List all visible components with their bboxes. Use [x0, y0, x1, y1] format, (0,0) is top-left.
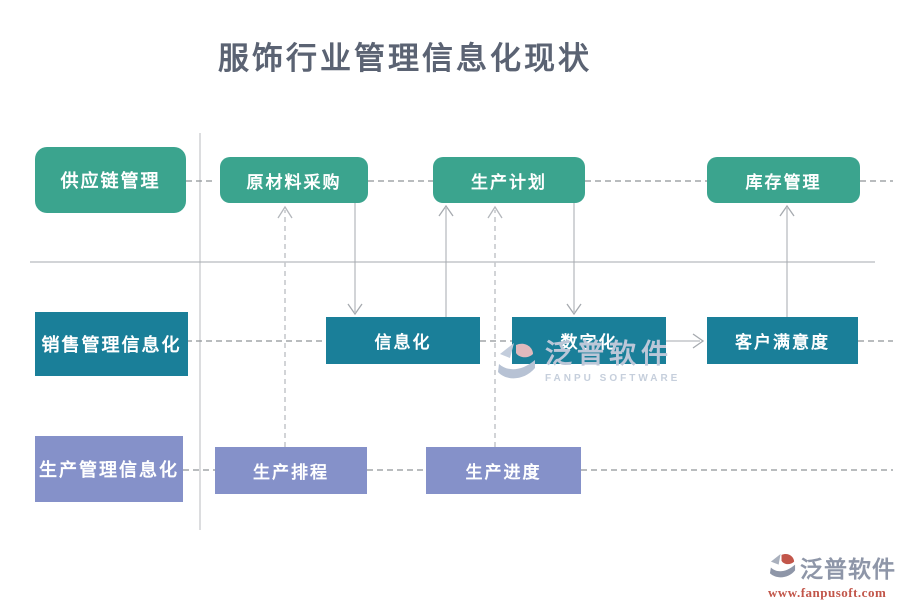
node-progress: 生产进度 [426, 447, 581, 494]
logo-wedge [500, 343, 514, 358]
arrowhead-down-icon [566, 303, 582, 316]
node-inventory: 库存管理 [707, 157, 860, 203]
watermark-subtitle: FANPU SOFTWARE [545, 372, 681, 384]
watermark: 泛普软件 FANPU SOFTWARE [494, 339, 681, 388]
edge-production-plan-to-digitalization [566, 203, 582, 316]
node-production-plan: 生产计划 [433, 157, 585, 203]
logo-wedge [770, 553, 781, 565]
edge-raw-material-to-informatization [347, 203, 363, 316]
page-title: 服饰行业管理信息化现状 [218, 41, 592, 76]
footer-url: www.fanpusoft.com [768, 585, 887, 600]
edge-scheduling-to-raw-material [277, 205, 293, 447]
node-scheduling: 生产排程 [215, 447, 367, 494]
node-sales-management-informatization: 销售管理信息化 [35, 312, 188, 376]
node-informatization: 信息化 [326, 317, 480, 364]
footer-logo-icon [769, 553, 796, 578]
footer-brand: 泛普软件 [800, 556, 896, 582]
edge-informatization-to-production-plan [438, 204, 454, 318]
node-raw-material: 原材料采购 [220, 157, 368, 203]
logo-swoosh [769, 564, 796, 578]
footer-logo-block: 泛普软件 www.fanpusoft.com [768, 550, 896, 600]
edge-customer-satisfaction-to-inventory [779, 204, 795, 317]
logo-comma [781, 554, 795, 565]
watermark-logo-icon [498, 343, 535, 379]
arrowhead-up-icon [487, 205, 503, 219]
edge-digitalization-to-customer-satisfaction [666, 333, 705, 349]
arrowhead-right-icon [692, 333, 705, 349]
node-production-management-informatization: 生产管理信息化 [35, 436, 183, 502]
watermark-brand: 泛普软件 [545, 339, 673, 369]
node-customer-satisfaction: 客户满意度 [707, 317, 858, 364]
edge-progress-to-production-plan [487, 205, 503, 447]
arrowhead-up-icon [277, 205, 293, 219]
arrowhead-up-icon [779, 204, 795, 217]
arrowhead-up-icon [438, 204, 454, 217]
logo-comma [516, 343, 533, 358]
arrowhead-down-icon [347, 303, 363, 316]
logo-swoosh [498, 360, 535, 379]
node-supply-chain: 供应链管理 [35, 147, 186, 213]
node-digitalization: 数字化 [512, 317, 666, 364]
